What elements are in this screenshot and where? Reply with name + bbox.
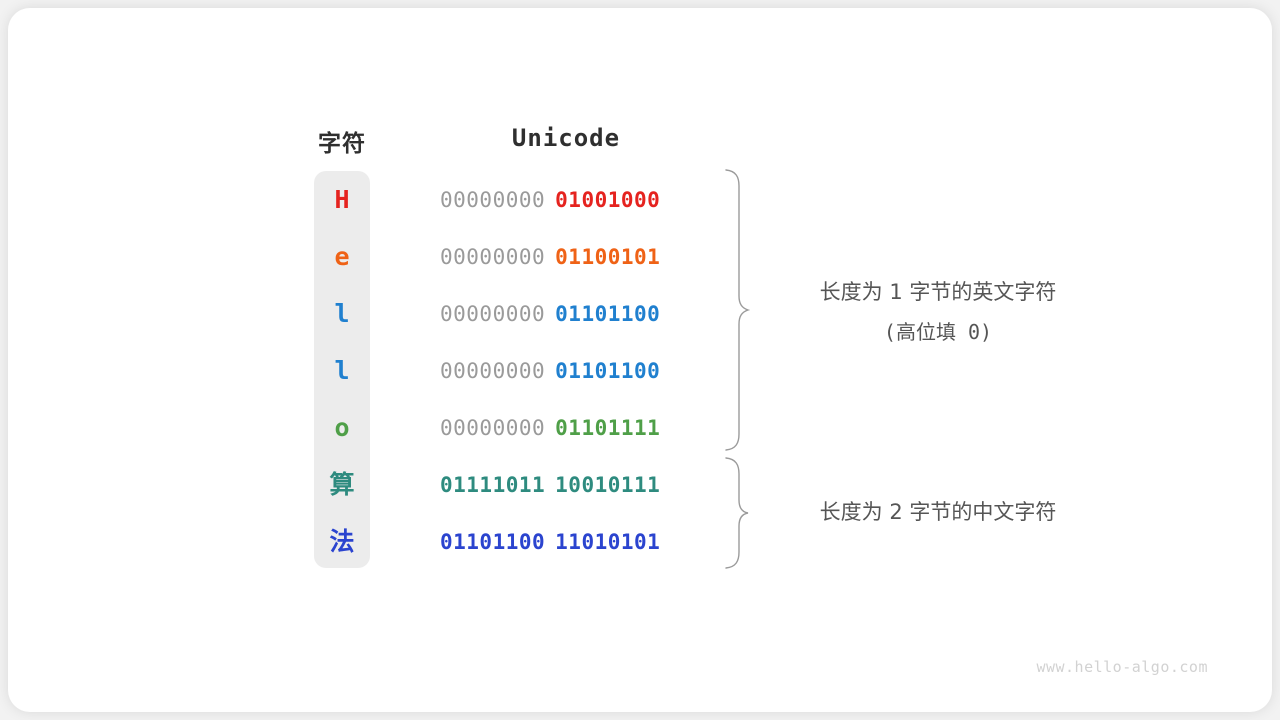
binary-high-byte: 00000000 <box>440 359 546 383</box>
binary-row: 00000000 01100101 <box>440 242 692 272</box>
character-cell: l <box>334 299 350 328</box>
annotation-double-byte-main: 长度为 2 字节的中文字符 <box>819 500 1057 524</box>
character-cell: l <box>334 356 350 385</box>
binary-high-byte: 00000000 <box>440 302 546 326</box>
binary-low-byte: 01101111 <box>555 416 661 440</box>
character-cell: 算 <box>329 470 355 499</box>
watermark: www.hello-algo.com <box>1036 658 1208 676</box>
annotation-single-byte-sub: (高位填 0) <box>883 320 993 344</box>
binary-row: 01101100 11010101 <box>440 527 692 557</box>
binary-low-byte: 01001000 <box>555 188 661 212</box>
binary-row: 01111011 10010111 <box>440 470 692 500</box>
binary-row: 00000000 01101100 <box>440 299 692 329</box>
brace-double-byte-group <box>725 457 749 569</box>
binary-low-byte: 01101100 <box>555 302 661 326</box>
binary-high-byte: 00000000 <box>440 188 546 212</box>
binary-row: 00000000 01001000 <box>440 185 692 215</box>
brace-single-byte-group <box>725 169 751 451</box>
binary-high-byte: 00000000 <box>440 416 546 440</box>
binary-low-byte: 10010111 <box>555 473 661 497</box>
binary-row: 00000000 01101111 <box>440 413 692 443</box>
annotation-single-byte-main: 长度为 1 字节的英文字符 <box>819 280 1057 304</box>
character-cell: e <box>334 242 350 271</box>
annotation-single-byte: 长度为 1 字节的英文字符 (高位填 0) <box>768 276 1108 345</box>
character-cell: 法 <box>329 527 355 556</box>
binary-high-byte: 00000000 <box>440 245 546 269</box>
binary-low-byte: 11010101 <box>555 530 661 554</box>
binary-low-byte: 01101100 <box>555 359 661 383</box>
binary-row: 00000000 01101100 <box>440 356 692 386</box>
binary-high-byte: 01101100 <box>440 530 546 554</box>
binary-low-byte: 01100101 <box>555 245 661 269</box>
column-header-unicode: Unicode <box>511 124 621 152</box>
column-header-character: 字符 <box>318 130 366 156</box>
annotation-double-byte: 长度为 2 字节的中文字符 <box>768 496 1108 526</box>
binary-high-byte: 01111011 <box>440 473 546 497</box>
character-cell: o <box>334 413 350 442</box>
character-cell: H <box>334 185 350 214</box>
